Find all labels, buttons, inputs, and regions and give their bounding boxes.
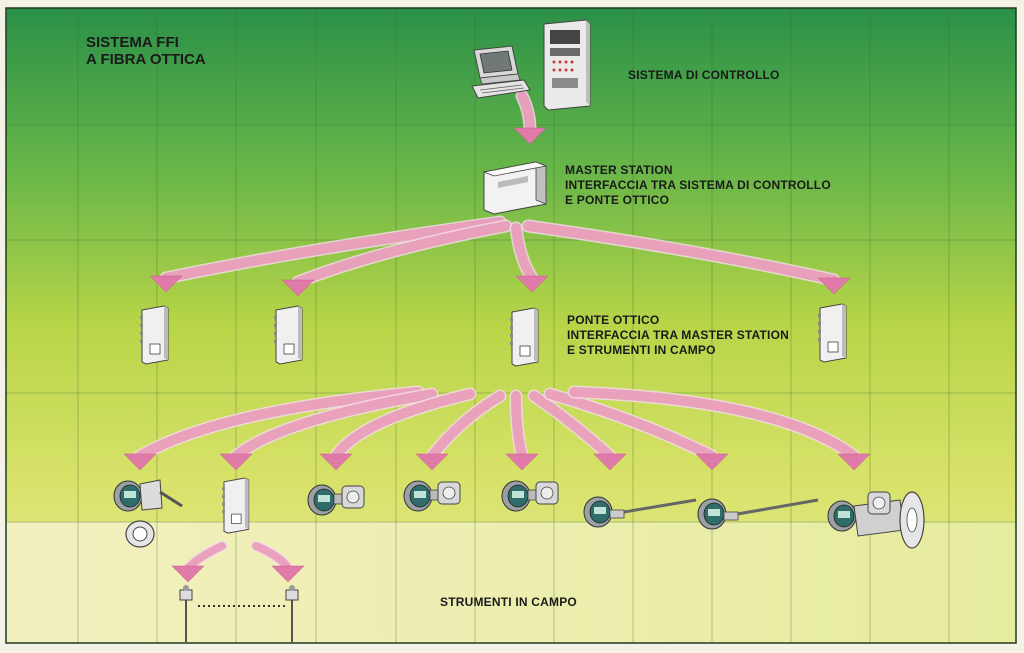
optical-bridge-icon [510,307,539,367]
signal-arrow [415,389,507,471]
flowmeter-icon [113,479,183,548]
optical-bridge-icon [274,305,303,365]
signal-arrow [149,215,507,293]
signal-arrow [123,385,425,471]
pressure-transmitter-icon [403,480,461,512]
master-station-label-line1: MASTER STATION [565,163,673,177]
temperature-transmitter-icon [583,496,697,528]
signal-arrow [171,540,228,583]
optical-bridge-icon [818,303,847,363]
temperature-probe-icon-left [179,585,193,642]
signal-arrow [513,89,547,145]
signal-arrow [567,385,871,471]
control-cabinet-icon [543,19,591,111]
signal-arrow [527,389,627,471]
signal-arrow [543,387,729,471]
optical-bridge-label-line3: E STRUMENTI IN CAMPO [567,343,716,357]
signal-arrow [319,387,477,471]
optical-bridge-icon [222,477,250,534]
signal-arrow [509,221,549,293]
temperature-transmitter-icon [697,498,819,530]
pressure-transmitter-icon [307,484,365,516]
signal-arrow [281,219,513,297]
control-system-label: SISTEMA DI CONTROLLO [628,68,780,82]
temperature-probe-icon-right [285,585,299,642]
optical-bridge-row [140,303,847,534]
signal-arrow [250,540,305,583]
field-instrument-row [113,479,925,549]
signal-arrow [219,387,439,471]
signal-arrows [123,89,871,583]
workstation-icon [471,45,531,99]
signal-arrow [521,219,851,295]
diagram-title-line2: A FIBRA OTTICA [86,51,206,68]
flanged-meter-icon [827,491,925,549]
signal-arrow [505,389,539,471]
optical-bridge-icon [140,305,169,365]
master-station-icon [482,161,548,215]
master-station-label-line2: INTERFACCIA TRA SISTEMA DI CONTROLLO [565,178,831,192]
optical-bridge-label-line2: INTERFACCIA TRA MASTER STATION [567,328,789,342]
diagram-title-line1: SISTEMA FFI [86,34,179,51]
field-instruments-label: STRUMENTI IN CAMPO [440,595,577,609]
frame-border [5,7,1017,644]
bottom-band [6,522,1016,643]
pressure-transmitter-icon [501,480,559,512]
optical-bridge-label-line1: PONTE OTTICO [567,313,659,327]
master-station-label-line3: E PONTE OTTICO [565,193,669,207]
